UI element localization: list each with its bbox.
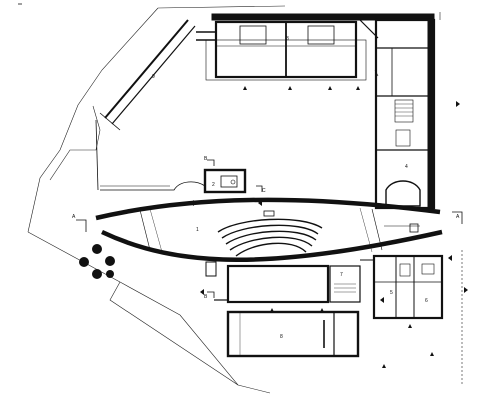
section-cut-marks bbox=[18, 3, 463, 298]
room-label-1: 1 bbox=[196, 227, 199, 233]
room-label-8: 8 bbox=[280, 334, 283, 340]
section-marker-b-top: B bbox=[204, 156, 208, 162]
room-label-4: 4 bbox=[405, 164, 408, 170]
trees bbox=[79, 244, 115, 279]
room-label-3: 3 bbox=[286, 36, 289, 42]
room-label-5: 5 bbox=[390, 290, 393, 296]
lower-right-block bbox=[360, 254, 444, 320]
section-marker-b-bottom: B bbox=[204, 294, 208, 300]
room-label-6: 6 bbox=[425, 298, 428, 304]
section-marker-a-left: A bbox=[72, 214, 76, 220]
top-building bbox=[196, 13, 435, 81]
room-label-7: 7 bbox=[340, 272, 343, 278]
site-boundary bbox=[27, 5, 463, 394]
room-label-2: 2 bbox=[212, 182, 215, 188]
lower-building bbox=[205, 261, 361, 358]
room-label-9: 9 bbox=[152, 74, 155, 80]
auditorium bbox=[95, 197, 443, 262]
section-marker-a-right: A bbox=[456, 214, 460, 220]
right-wing bbox=[374, 18, 436, 210]
section-marker-c: C bbox=[262, 188, 266, 194]
entrance-markers bbox=[190, 86, 468, 368]
diagonal-ramp bbox=[95, 19, 196, 191]
pavilion bbox=[100, 168, 247, 194]
